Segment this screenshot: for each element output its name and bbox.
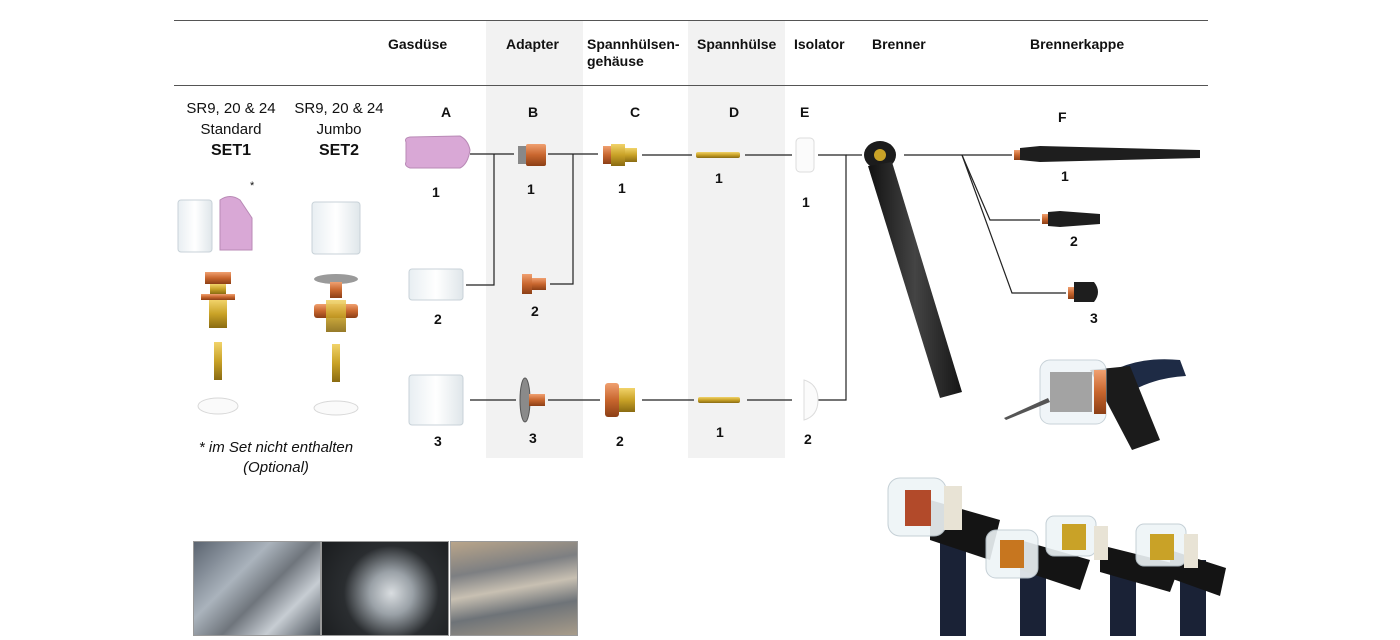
header-adapter: Adapter xyxy=(506,36,559,52)
spannhuelsengehaeuse-2 xyxy=(605,383,635,417)
set2-line2: Jumbo xyxy=(316,121,362,138)
letter-b: B xyxy=(528,104,539,120)
header-spannhuelsengehaeuse-line2: gehäuse xyxy=(587,53,644,69)
brennerkappe-2 xyxy=(1042,211,1100,227)
header-gasduese: Gasdüse xyxy=(388,36,448,52)
set1-line2: Standard xyxy=(200,121,262,138)
spannhuelse-2 xyxy=(698,397,740,403)
header-rule xyxy=(174,85,1208,86)
number-b3: 3 xyxy=(529,430,537,446)
weld-photo-2 xyxy=(321,541,449,636)
line-to-cap3 xyxy=(961,154,1066,294)
number-f2: 2 xyxy=(1070,233,1078,249)
set1-name: SET1 xyxy=(210,142,251,159)
adapter-1 xyxy=(518,144,546,166)
adapter-column-band xyxy=(486,20,583,458)
number-b2: 2 xyxy=(531,303,539,319)
header-isolator: Isolator xyxy=(794,36,845,52)
header-spannhuelsengehaeuse-line1: Spannhülsen- xyxy=(587,36,680,52)
header-spannhuelse: Spannhülse xyxy=(697,36,777,52)
top-rule xyxy=(174,20,1208,21)
brenner-torch xyxy=(864,141,962,398)
number-b1: 1 xyxy=(527,181,535,197)
spannhuelse-1 xyxy=(696,152,740,158)
spannhuelse-column-band xyxy=(688,20,785,458)
number-d2: 1 xyxy=(716,424,724,440)
number-a3: 3 xyxy=(434,433,442,449)
header-brennerkappe: Brennerkappe xyxy=(1030,36,1125,52)
gas-lens-torch-illustration xyxy=(1004,359,1186,450)
set2-parts xyxy=(311,201,361,416)
brennerkappe-1 xyxy=(1014,146,1200,162)
brennerkappe-3 xyxy=(1068,282,1098,302)
letter-f: F xyxy=(1058,109,1067,125)
set2-line1: SR9, 20 & 24 xyxy=(294,100,384,117)
number-a1: 1 xyxy=(432,184,440,200)
set1-label: SR9, 20 & 24 Standard SET1 xyxy=(176,98,286,161)
set1-line1: SR9, 20 & 24 xyxy=(186,100,276,117)
letter-c: C xyxy=(630,104,641,120)
torch-row-illustration xyxy=(887,477,1226,636)
spannhuelsengehaeuse-1 xyxy=(603,144,637,166)
line-b2-c-branch xyxy=(550,154,574,285)
optional-note: * im Set nicht enthalten (Optional) xyxy=(176,438,376,478)
number-f3: 3 xyxy=(1090,310,1098,326)
weld-photo-3 xyxy=(450,541,578,636)
gasduese-3 xyxy=(408,374,464,426)
letter-e: E xyxy=(800,104,810,120)
number-d1: 1 xyxy=(715,170,723,186)
weld-photo-1 xyxy=(193,541,321,636)
gasduese-1 xyxy=(405,135,471,169)
isolator-2 xyxy=(803,379,819,421)
number-f1: 1 xyxy=(1061,168,1069,184)
number-c2: 2 xyxy=(616,433,624,449)
gasduese-2 xyxy=(408,268,464,301)
header-brenner: Brenner xyxy=(872,36,926,52)
number-e1: 1 xyxy=(802,194,810,210)
set1-parts xyxy=(177,196,253,415)
set2-name: SET2 xyxy=(318,142,359,159)
letter-d: D xyxy=(729,104,740,120)
optional-asterisk: * xyxy=(250,180,255,192)
connector-lines xyxy=(466,153,1066,401)
isolator-1 xyxy=(795,137,815,173)
number-e2: 2 xyxy=(804,431,812,447)
number-c1: 1 xyxy=(618,180,626,196)
number-a2: 2 xyxy=(434,311,442,327)
adapter-2 xyxy=(522,274,546,294)
optional-note-line2: (Optional) xyxy=(243,459,309,476)
optional-note-line1: * im Set nicht enthalten xyxy=(198,439,354,456)
adapter-3 xyxy=(519,377,545,423)
letter-a: A xyxy=(441,104,452,120)
line-a2-b-branch xyxy=(466,154,495,286)
header-spannhuelsengehaeuse: Spannhülsen- gehäuse xyxy=(587,36,680,70)
set2-label: SR9, 20 & 24 Jumbo SET2 xyxy=(284,98,394,161)
line-to-cap2 xyxy=(961,154,1040,221)
line-isolator-to-brenner xyxy=(818,154,847,401)
